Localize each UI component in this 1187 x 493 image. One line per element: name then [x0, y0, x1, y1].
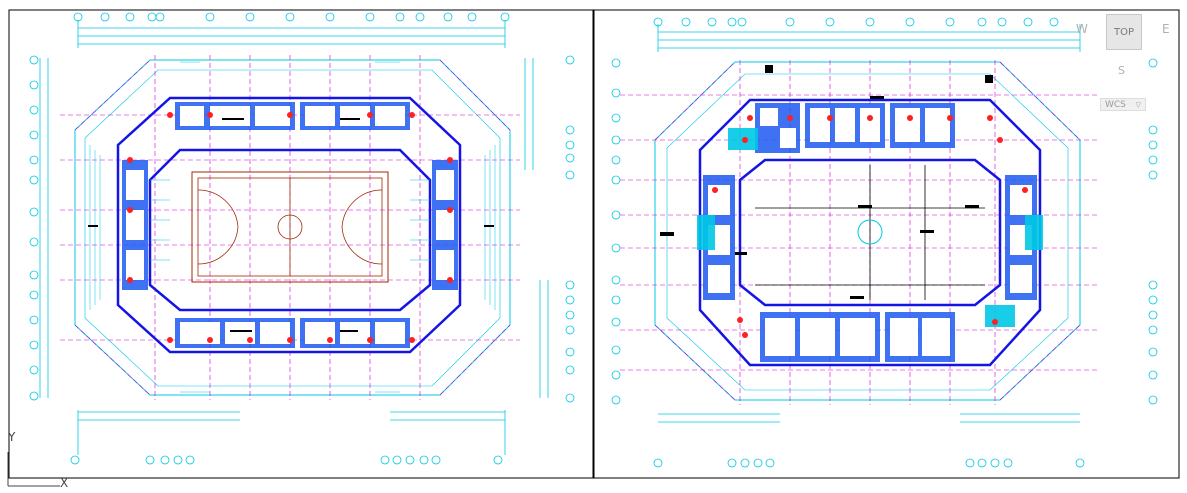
chevron-down-icon: ▽ [1135, 101, 1141, 109]
r-column-markers [712, 115, 1028, 338]
wcs-dropdown[interactable]: WCS ▽ [1100, 98, 1146, 111]
r-grid-bubbles [611, 17, 1158, 468]
stair-hatches [150, 179, 430, 261]
seating-rows [89, 61, 496, 393]
ucs-y-label: Y [8, 430, 16, 444]
left-floor-plan[interactable] [29, 12, 575, 465]
concourse-walls [116, 96, 462, 354]
r-top-dimension-lines [657, 24, 1081, 52]
viewcube-west-label[interactable]: W [1076, 22, 1088, 36]
ucs-x-label: X [60, 476, 69, 490]
seating-outline [84, 69, 501, 387]
r-court [755, 165, 985, 300]
top-dimension-lines [77, 20, 506, 48]
bottom-dimension-lines [77, 410, 506, 455]
wcs-label: WCS [1105, 99, 1126, 110]
handball-court [191, 171, 389, 283]
grid-bubbles [29, 12, 575, 465]
r-text-labels [660, 65, 993, 299]
column-markers [127, 112, 453, 343]
left-sheet-frame [8, 9, 594, 479]
viewcube-east-label[interactable]: E [1162, 22, 1170, 36]
side-dimension-lines [39, 58, 549, 398]
r-concourse-walls [698, 98, 1042, 367]
viewcube-top-face[interactable]: TOP [1106, 14, 1142, 50]
viewcube[interactable]: W TOP E S [1068, 10, 1182, 77]
r-seating-outline [666, 73, 1069, 391]
r-stair-blocks [697, 128, 1043, 327]
viewcube-south-label[interactable]: S [1118, 64, 1125, 77]
right-floor-plan[interactable] [611, 17, 1158, 468]
r-bottom-dimension-lines [658, 413, 1080, 423]
right-sheet-frame [593, 9, 1180, 479]
text-labels [88, 118, 494, 332]
ucs-icon [7, 452, 60, 487]
